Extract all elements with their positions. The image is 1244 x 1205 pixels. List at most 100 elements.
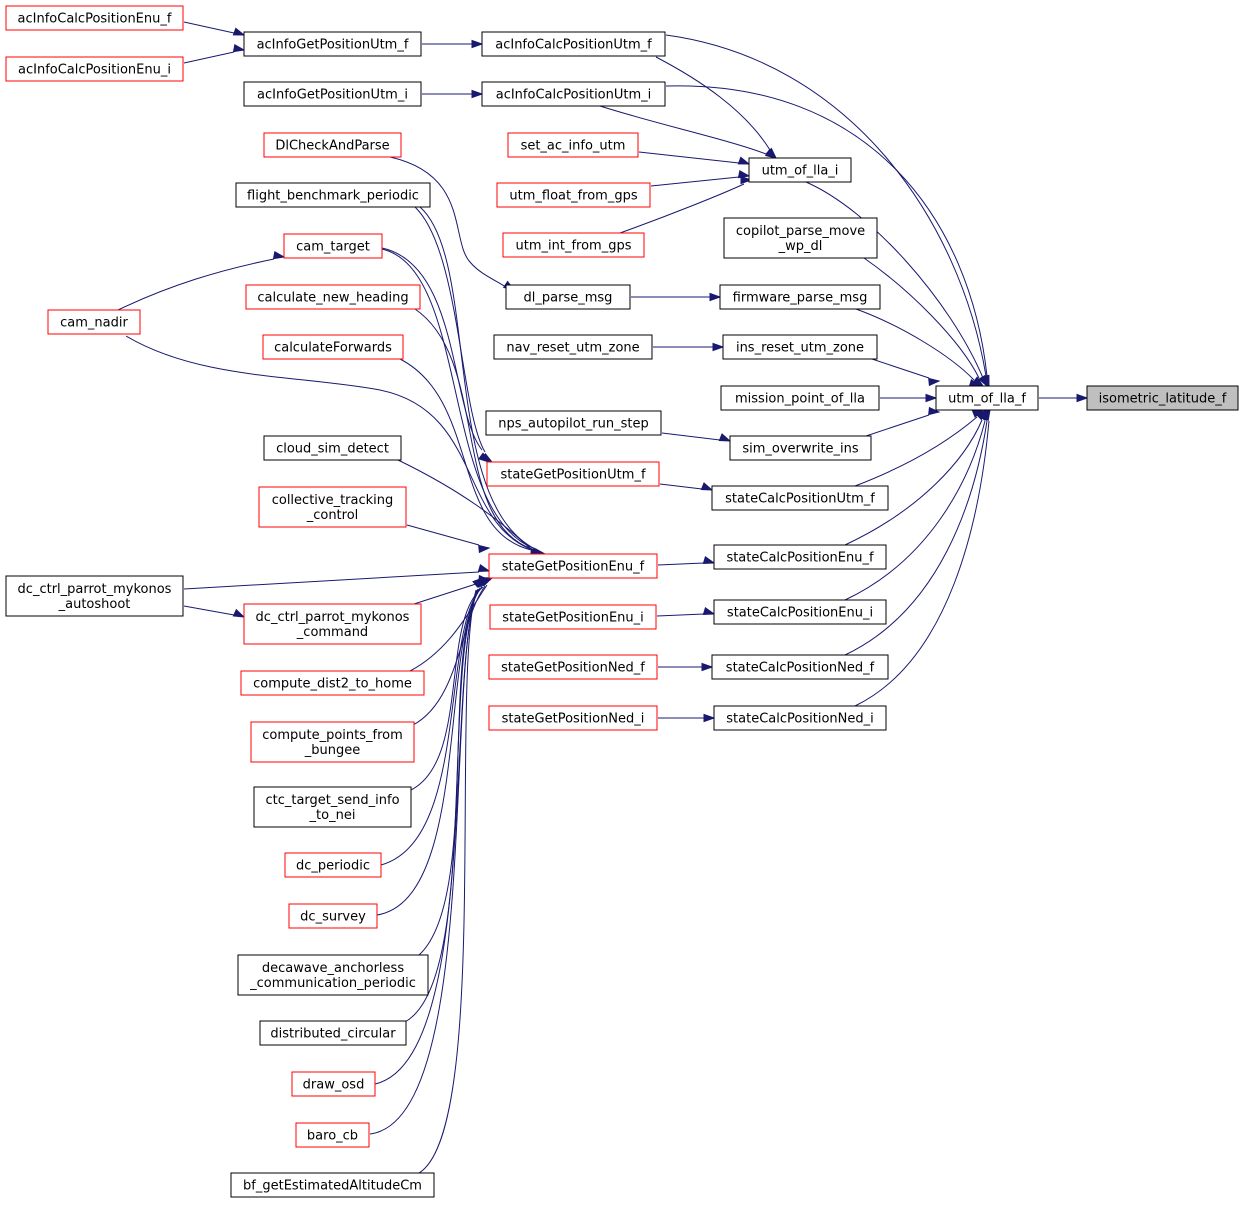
function-node-calculateForwards[interactable]: calculateForwards (262, 334, 404, 360)
function-node-ins_reset_utm_zone[interactable]: ins_reset_utm_zone (722, 334, 878, 360)
function-node-stateGetPositionNed_i[interactable]: stateGetPositionNed_i (488, 705, 658, 731)
node-box[interactable] (488, 654, 658, 680)
function-node-baro_cb[interactable]: baro_cb (295, 1122, 370, 1148)
function-node-collective_tracking_control[interactable]: collective_tracking_control (258, 486, 407, 528)
node-box[interactable] (713, 599, 887, 625)
node-box[interactable] (253, 786, 412, 828)
function-node-firmware_parse_msg[interactable]: firmware_parse_msg (719, 284, 881, 310)
node-box[interactable] (5, 5, 184, 31)
node-box[interactable] (720, 385, 880, 411)
node-box[interactable] (486, 461, 660, 487)
function-node-flight_benchmark_periodic[interactable]: flight_benchmark_periodic (235, 182, 431, 208)
function-node-stateGetPositionUtm_f[interactable]: stateGetPositionUtm_f (486, 461, 660, 487)
function-node-cloud_sim_detect[interactable]: cloud_sim_detect (263, 435, 402, 461)
node-box[interactable] (481, 31, 666, 57)
node-box[interactable] (711, 654, 889, 680)
node-box[interactable] (713, 705, 887, 731)
function-node-draw_osd[interactable]: draw_osd (291, 1071, 376, 1097)
node-box[interactable] (243, 81, 422, 107)
function-node-dc_ctrl_parrot_mykonos_command[interactable]: dc_ctrl_parrot_mykonos_command (243, 603, 422, 645)
function-node-utm_of_lla_i[interactable]: utm_of_lla_i (748, 157, 852, 183)
function-node-bf_getEstimatedAltitudeCm[interactable]: bf_getEstimatedAltitudeCm (230, 1172, 435, 1198)
function-node-compute_points_from_bungee[interactable]: compute_points_from_bungee (250, 721, 415, 763)
function-node-copilot_parse_move_wp_dl[interactable]: copilot_parse_move_wp_dl (723, 217, 878, 259)
function-node-dl_parse_msg[interactable]: dl_parse_msg (505, 284, 631, 310)
node-box[interactable] (284, 852, 382, 878)
node-box[interactable] (723, 217, 878, 259)
node-box[interactable] (507, 132, 639, 158)
node-box[interactable] (262, 334, 404, 360)
node-box[interactable] (489, 604, 657, 630)
function-node-acInfoCalcPositionUtm_f[interactable]: acInfoCalcPositionUtm_f (481, 31, 666, 57)
function-node-acInfoGetPositionUtm_i[interactable]: acInfoGetPositionUtm_i (243, 81, 422, 107)
node-box[interactable] (243, 31, 422, 57)
function-node-nps_autopilot_run_step[interactable]: nps_autopilot_run_step (485, 410, 662, 436)
function-node-cam_target[interactable]: cam_target (283, 233, 383, 259)
node-box[interactable] (263, 132, 402, 158)
node-box[interactable] (245, 284, 421, 310)
function-node-acInfoCalcPositionEnu_i[interactable]: acInfoCalcPositionEnu_i (5, 56, 184, 82)
node-box[interactable] (5, 575, 184, 617)
node-box[interactable] (295, 1122, 370, 1148)
node-box[interactable] (713, 544, 887, 570)
function-node-stateCalcPositionNed_f[interactable]: stateCalcPositionNed_f (711, 654, 889, 680)
function-node-acInfoCalcPositionEnu_f[interactable]: acInfoCalcPositionEnu_f (5, 5, 184, 31)
function-node-stateCalcPositionUtm_f[interactable]: stateCalcPositionUtm_f (711, 485, 889, 511)
node-box[interactable] (722, 334, 878, 360)
function-node-utm_of_lla_f[interactable]: utm_of_lla_f (935, 385, 1039, 411)
node-box[interactable] (496, 182, 651, 208)
node-box[interactable] (5, 56, 184, 82)
function-node-mission_point_of_lla[interactable]: mission_point_of_lla (720, 385, 880, 411)
node-box[interactable] (488, 553, 658, 579)
node-box[interactable] (481, 81, 666, 107)
function-node-calculate_new_heading[interactable]: calculate_new_heading (245, 284, 421, 310)
node-box[interactable] (259, 1020, 407, 1046)
node-box[interactable] (488, 705, 658, 731)
function-node-stateCalcPositionEnu_f[interactable]: stateCalcPositionEnu_f (713, 544, 887, 570)
function-node-sim_overwrite_ins[interactable]: sim_overwrite_ins (729, 435, 872, 461)
function-node-isometric_latitude_f[interactable]: isometric_latitude_f (1086, 385, 1239, 411)
node-box[interactable] (250, 721, 415, 763)
function-node-dc_periodic[interactable]: dc_periodic (284, 852, 382, 878)
node-box[interactable] (493, 334, 653, 360)
function-node-stateCalcPositionEnu_i[interactable]: stateCalcPositionEnu_i (713, 599, 887, 625)
node-box[interactable] (237, 954, 429, 996)
node-box[interactable] (288, 903, 378, 929)
function-node-acInfoCalcPositionUtm_i[interactable]: acInfoCalcPositionUtm_i (481, 81, 666, 107)
node-box[interactable] (235, 182, 431, 208)
node-box[interactable] (502, 232, 645, 258)
node-box[interactable] (243, 603, 422, 645)
function-node-decawave_anchorless_communication_periodic[interactable]: decawave_anchorless_communication_period… (237, 954, 429, 996)
function-node-stateGetPositionNed_f[interactable]: stateGetPositionNed_f (488, 654, 658, 680)
function-node-utm_int_from_gps[interactable]: utm_int_from_gps (502, 232, 645, 258)
function-node-acInfoGetPositionUtm_f[interactable]: acInfoGetPositionUtm_f (243, 31, 422, 57)
node-box[interactable] (283, 233, 383, 259)
node-box[interactable] (719, 284, 881, 310)
function-node-stateGetPositionEnu_i[interactable]: stateGetPositionEnu_i (489, 604, 657, 630)
node-box[interactable] (230, 1172, 435, 1198)
function-node-compute_dist2_to_home[interactable]: compute_dist2_to_home (240, 670, 425, 696)
node-box[interactable] (748, 157, 852, 183)
node-box[interactable] (240, 670, 425, 696)
node-box[interactable] (505, 284, 631, 310)
function-node-stateCalcPositionNed_i[interactable]: stateCalcPositionNed_i (713, 705, 887, 731)
function-node-stateGetPositionEnu_f[interactable]: stateGetPositionEnu_f (488, 553, 658, 579)
function-node-ctc_target_send_info_to_nei[interactable]: ctc_target_send_info_to_nei (253, 786, 412, 828)
node-box[interactable] (47, 309, 141, 335)
node-box[interactable] (291, 1071, 376, 1097)
node-box[interactable] (258, 486, 407, 528)
function-node-set_ac_info_utm[interactable]: set_ac_info_utm (507, 132, 639, 158)
node-box[interactable] (711, 485, 889, 511)
function-node-distributed_circular[interactable]: distributed_circular (259, 1020, 407, 1046)
node-box[interactable] (263, 435, 402, 461)
function-node-utm_float_from_gps[interactable]: utm_float_from_gps (496, 182, 651, 208)
function-node-cam_nadir[interactable]: cam_nadir (47, 309, 141, 335)
function-node-dc_survey[interactable]: dc_survey (288, 903, 378, 929)
node-box[interactable] (729, 435, 872, 461)
function-node-nav_reset_utm_zone[interactable]: nav_reset_utm_zone (493, 334, 653, 360)
node-box[interactable] (935, 385, 1039, 411)
node-box[interactable] (485, 410, 662, 436)
function-node-DlCheckAndParse[interactable]: DlCheckAndParse (263, 132, 402, 158)
node-box[interactable] (1086, 385, 1239, 411)
function-node-dc_ctrl_parrot_mykonos_autoshoot[interactable]: dc_ctrl_parrot_mykonos_autoshoot (5, 575, 184, 617)
